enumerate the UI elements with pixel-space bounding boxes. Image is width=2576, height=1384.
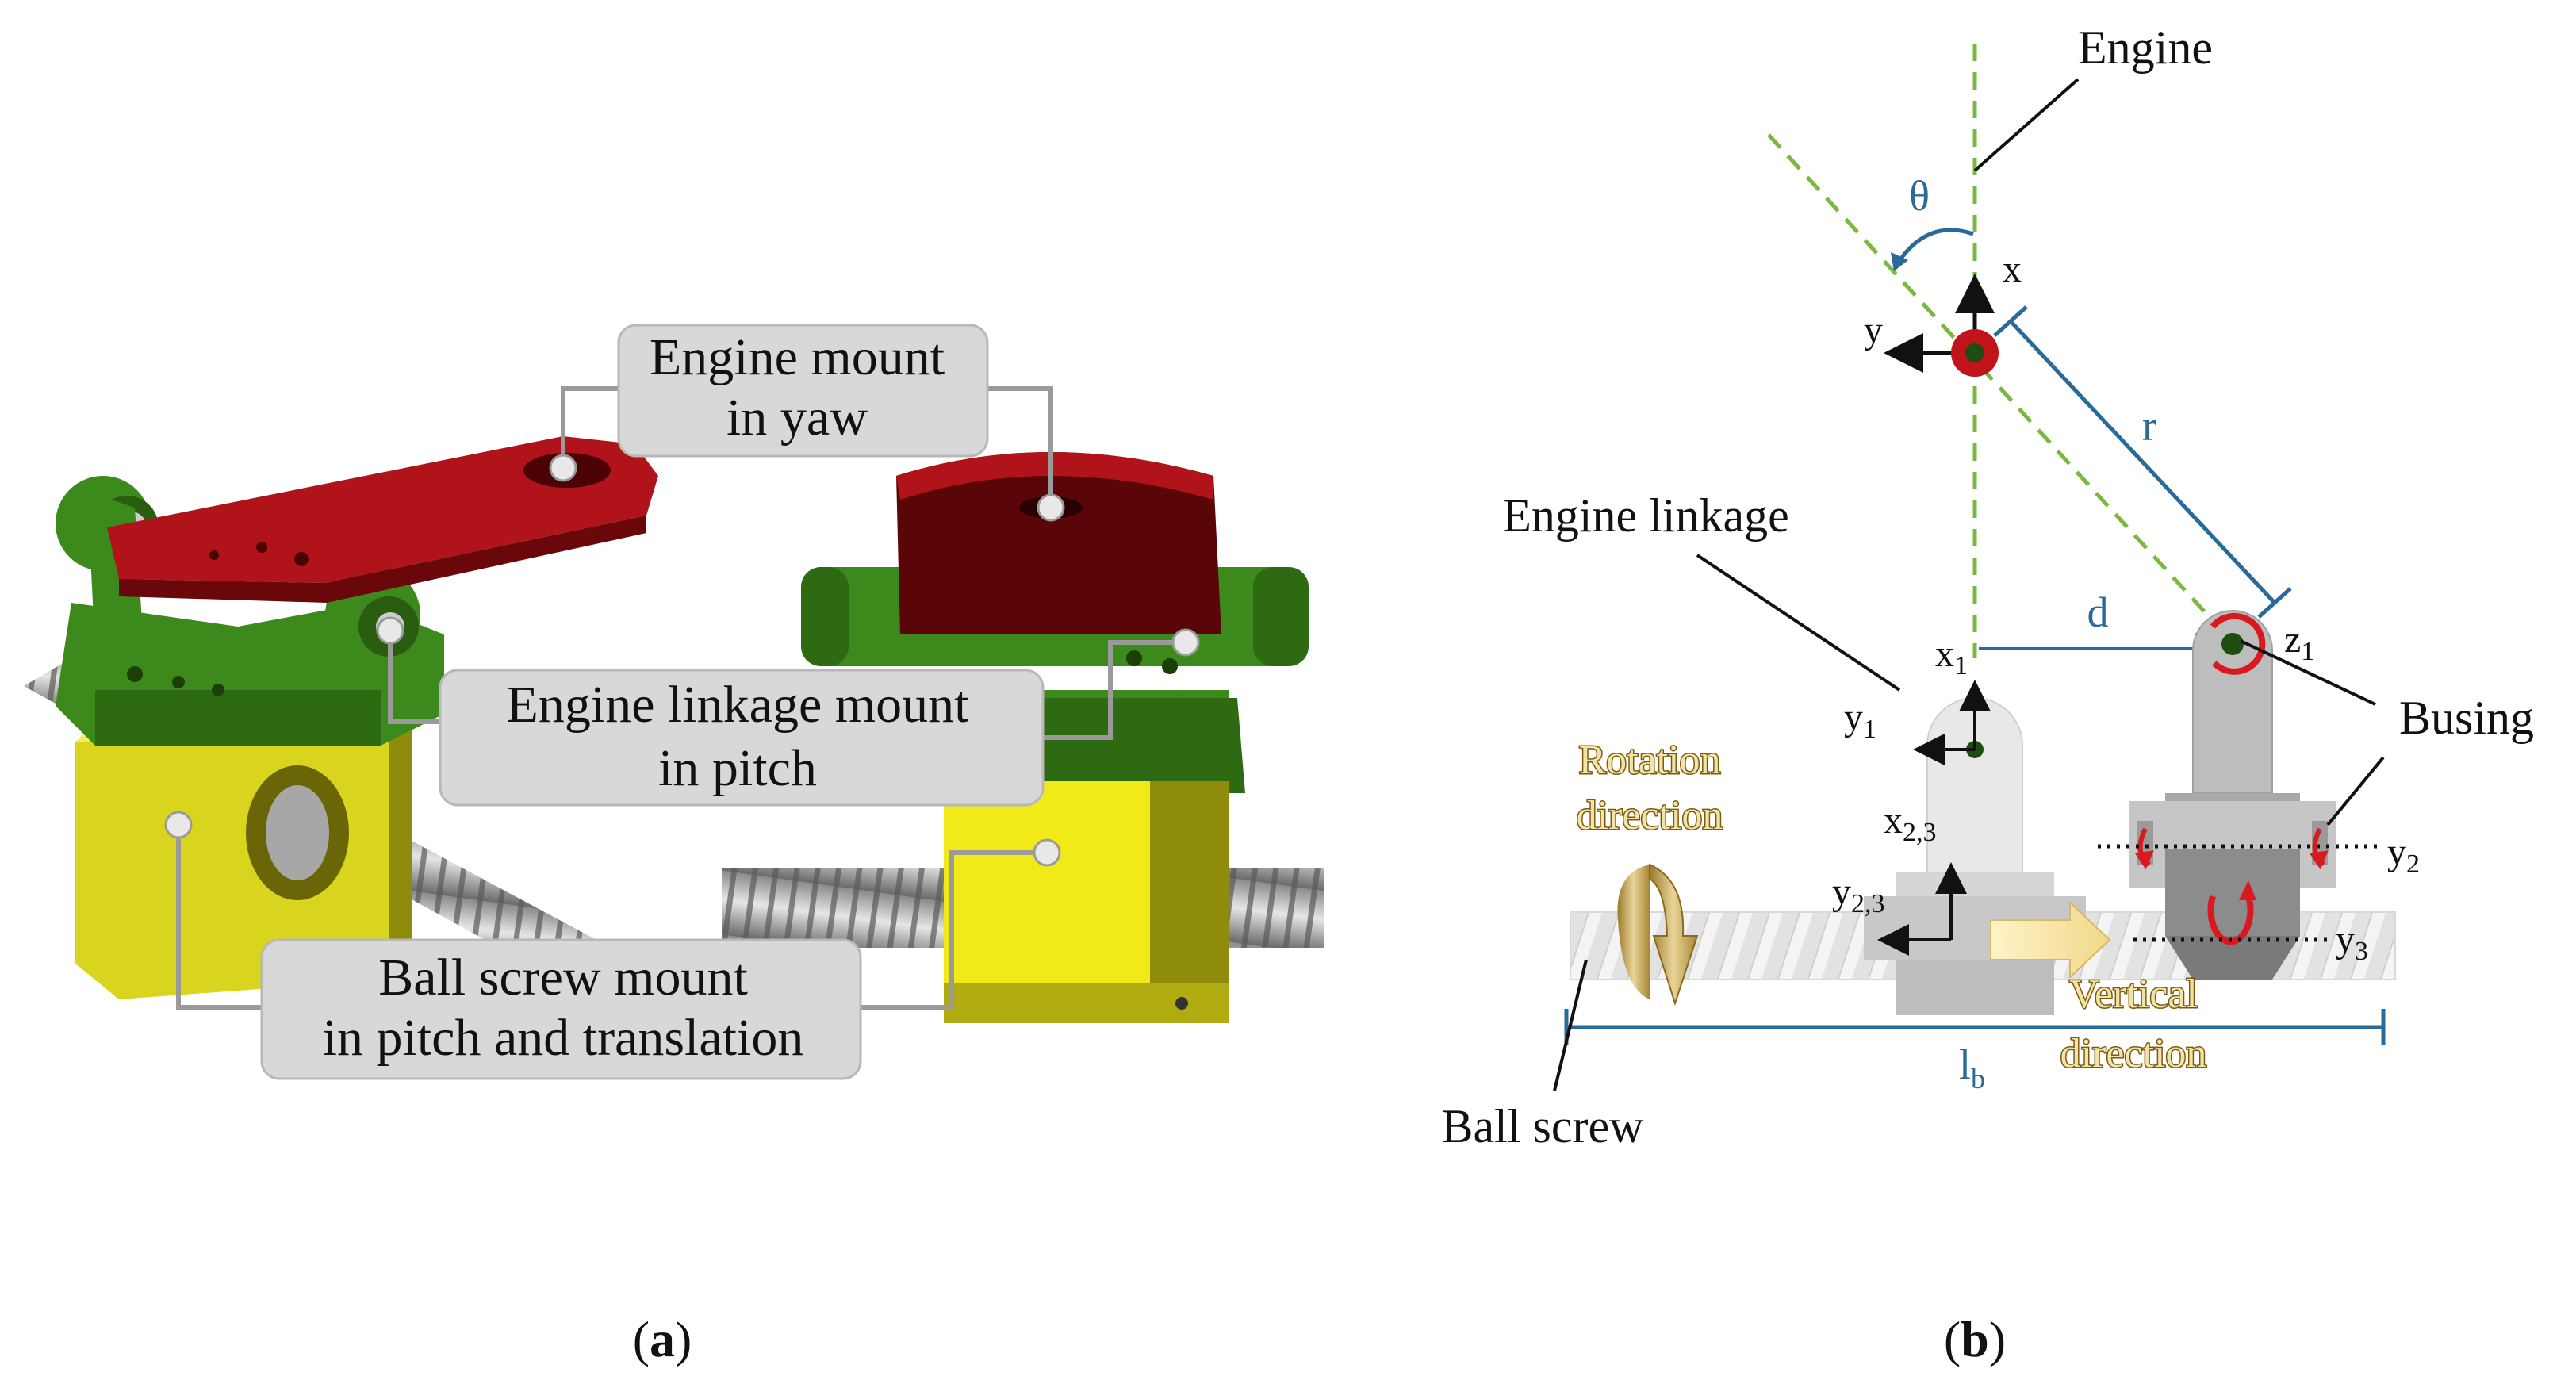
- panel-a-caption: (a): [633, 1311, 692, 1367]
- callout-yaw-line1: Engine mount: [650, 328, 945, 386]
- theta-arc: [1895, 228, 1974, 266]
- label-r: r: [2142, 402, 2156, 450]
- nut-axes-23: x2,3 y2,3: [1832, 799, 1967, 956]
- panel-b-caption: (b): [1944, 1311, 2006, 1367]
- callout-dots: [164, 454, 1200, 867]
- label-vertical-line1: Vertical: [2069, 972, 2198, 1017]
- ball-screw-leader: [1553, 959, 1588, 1091]
- right-linkage-schematic: [2129, 610, 2336, 980]
- left-red-mount-plate: [107, 436, 658, 603]
- right-yellow-block: [944, 781, 1229, 1023]
- dimension-r: [1993, 305, 2292, 619]
- panel-a-render: Engine mount in yaw Engine linkage mount…: [24, 324, 1324, 1367]
- rotation-arrow-body: [1617, 865, 1650, 999]
- label-engine-linkage: Engine linkage: [1502, 489, 1789, 542]
- callout-ball-line2: in pitch and translation: [323, 1009, 804, 1067]
- axis-y1: y1: [1844, 696, 1876, 744]
- linkage-axes-1: x1 y1: [1844, 633, 1991, 765]
- axis-y: y: [1864, 309, 1883, 351]
- guide-lines: [1767, 44, 2234, 658]
- axis-y3: y3: [2336, 918, 2368, 966]
- busing-leader: [2240, 639, 2376, 706]
- engine-linkage-leader: [1696, 554, 1901, 692]
- panel-b-schematic: Engine θ x y r d Engine linkage: [1442, 21, 2534, 1367]
- label-lb: lb: [1959, 1041, 1985, 1095]
- axis-x1: x1: [1935, 633, 1968, 680]
- callout-leaders: [176, 386, 1186, 1010]
- callout-ball-line1: Ball screw mount: [378, 949, 748, 1006]
- label-ball-screw: Ball screw: [1442, 1100, 1645, 1152]
- rotation-arrowhead: [1649, 863, 1699, 1006]
- label-theta: θ: [1909, 172, 1930, 220]
- axis-x23: x2,3: [1884, 799, 1937, 847]
- callout-pitch-line2: in pitch: [658, 739, 817, 797]
- callout-engine-linkage-mount: Engine linkage mount in pitch: [439, 669, 1045, 807]
- callout-engine-mount-yaw: Engine mount in yaw: [617, 324, 989, 458]
- label-rotation-line1: Rotation: [1578, 738, 1720, 783]
- theta-arrowhead: [1891, 252, 1908, 271]
- label-busing: Busing: [2399, 692, 2534, 744]
- engine-leader: [1973, 78, 2080, 172]
- busing-leader-2: [2326, 756, 2385, 826]
- label-engine: Engine: [2078, 21, 2213, 74]
- vertical-direction-arrow: [1990, 900, 2111, 980]
- callout-ball-screw-mount: Ball screw mount in pitch and translatio…: [260, 938, 862, 1080]
- axis-y23: y2,3: [1832, 871, 1885, 918]
- engine-pivot-axes: x y: [1864, 248, 2022, 377]
- label-vertical-line2: direction: [2060, 1031, 2207, 1076]
- axis-z1: z1: [2284, 619, 2314, 666]
- right-dark-red-mount: [896, 452, 1221, 634]
- callout-pitch-line1: Engine linkage mount: [507, 676, 969, 734]
- label-d: d: [2087, 588, 2109, 636]
- label-rotation-line2: direction: [1577, 793, 1723, 838]
- axis-y2: y2: [2387, 831, 2420, 879]
- axis-x: x: [2003, 248, 2022, 290]
- callout-yaw-line2: in yaw: [726, 389, 868, 447]
